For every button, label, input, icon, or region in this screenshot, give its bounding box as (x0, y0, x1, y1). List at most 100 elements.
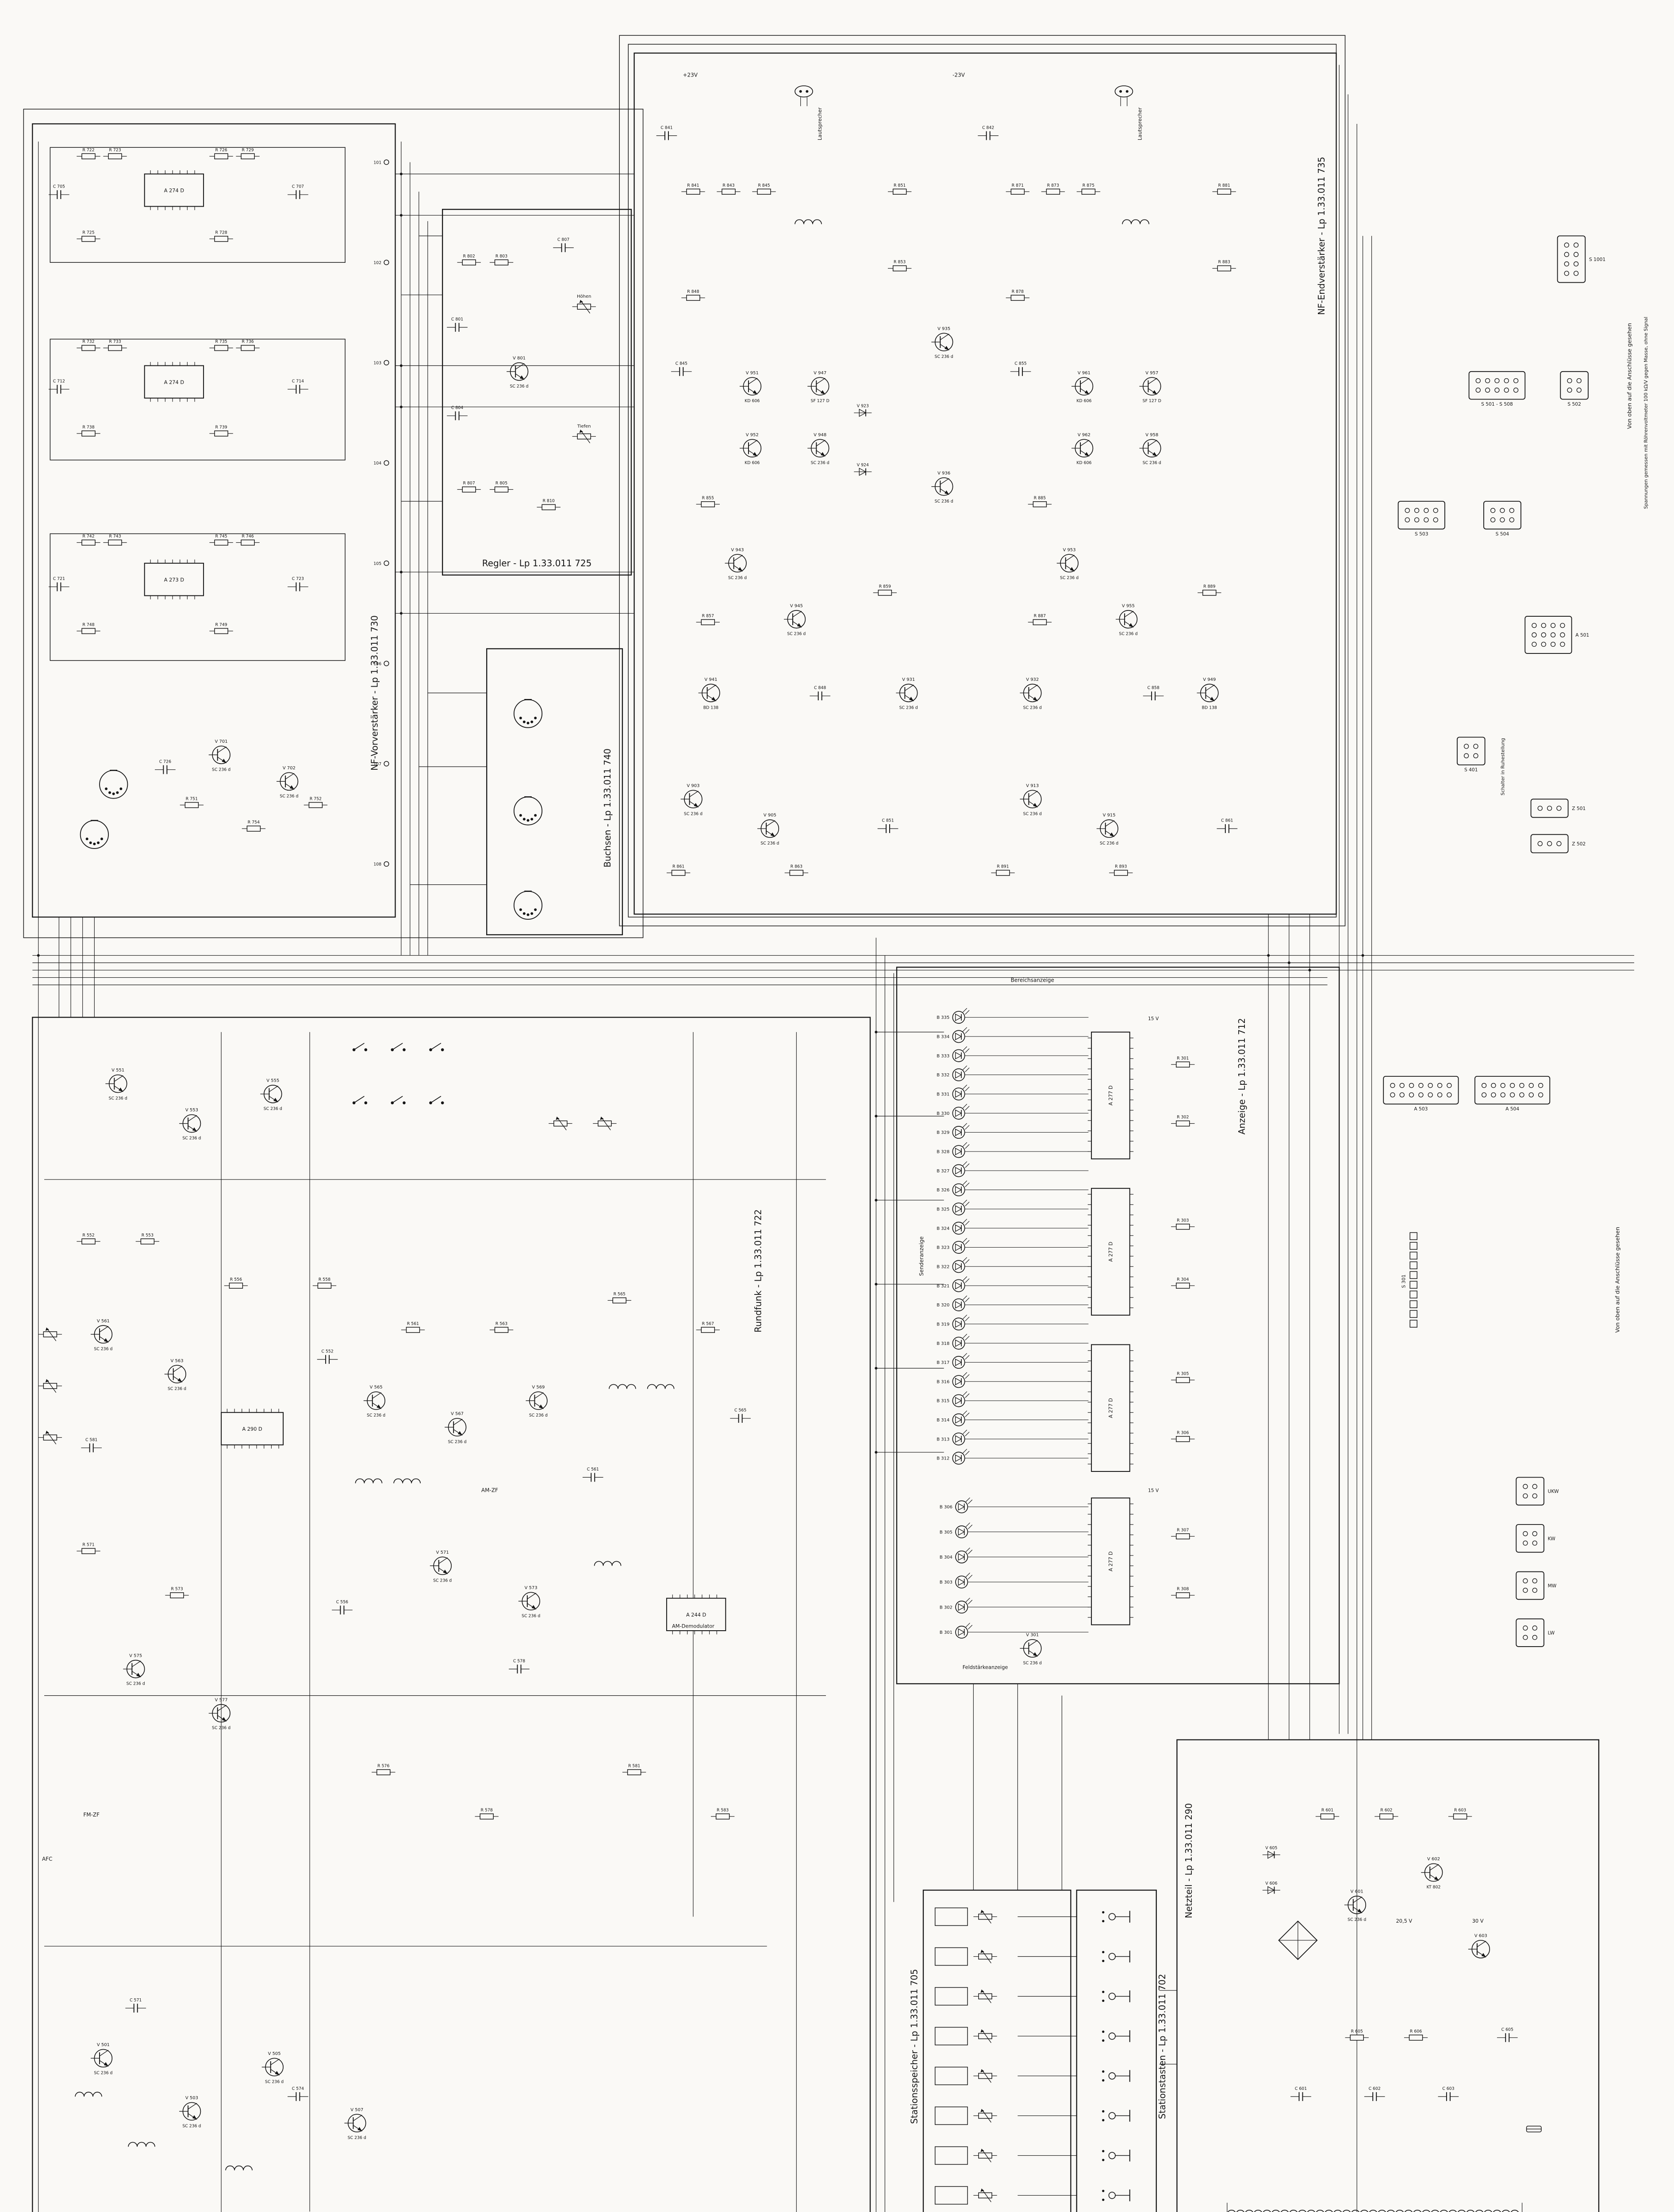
svg-text:R 605: R 605 (1351, 2029, 1363, 2034)
resistor-r-553: R 553 (135, 1233, 160, 1244)
potentiometer-sym (38, 1327, 62, 1341)
resistor-r-302: R 302 (1171, 1115, 1195, 1127)
svg-text:V 952: V 952 (746, 433, 759, 438)
svg-text:103: 103 (373, 361, 381, 366)
coil (75, 2092, 102, 2097)
ic-a-273-d: A 273 D (144, 559, 204, 599)
svg-text:R 728: R 728 (215, 230, 227, 235)
svg-text:V 553: V 553 (185, 1108, 198, 1113)
svg-text:S 503: S 503 (1415, 531, 1428, 537)
svg-text:A 274 D: A 274 D (164, 379, 184, 385)
svg-text:R 583: R 583 (717, 1808, 729, 1813)
capacitor-c-552: C 552 (317, 1349, 338, 1364)
svg-text:V 503: V 503 (185, 2096, 198, 2101)
svg-text:R 859: R 859 (879, 584, 891, 589)
transistor-v-603: V 603 (1468, 1934, 1490, 1959)
capacitor-c-723: C 723 (288, 576, 308, 591)
led-b-325: B 325 (937, 1199, 1089, 1216)
connector-s-504: S 504 (1483, 501, 1521, 537)
led-b-313: B 313 (937, 1429, 1089, 1446)
note-5: Lautsprecher (817, 107, 823, 140)
note-2: Spannungen gemessen mit Röhrenvoltmeter … (1643, 317, 1649, 509)
svg-text:V 561: V 561 (97, 1319, 110, 1324)
capacitor-c-605: C 605 (1497, 2027, 1518, 2042)
resistor-r-878: R 878 (1006, 289, 1030, 301)
terminal-105: 105 (373, 561, 389, 566)
svg-text:V 905: V 905 (764, 813, 776, 818)
ic-a-290-d: A 290 D (221, 1409, 284, 1449)
svg-text:SC 236 d: SC 236 d (935, 499, 953, 504)
svg-text:KD 606: KD 606 (745, 461, 760, 465)
transistor-v-936: V 936 SC 236 d (931, 471, 953, 504)
module-label-stationsspeicher: Stationsspeicher - Lp 1.33.011 705 (909, 1969, 920, 2124)
note-11: AM-ZF (481, 1487, 498, 1494)
display-driver-a-277-d-1: A 277 D (1087, 1031, 1134, 1160)
svg-text:20,5 V: 20,5 V (1396, 1918, 1413, 1924)
svg-text:V 936: V 936 (937, 471, 950, 476)
svg-text:R 883: R 883 (1218, 260, 1230, 265)
svg-text:S 504: S 504 (1496, 531, 1509, 537)
svg-text:SC 236 d: SC 236 d (280, 794, 298, 799)
svg-text:C 848: C 848 (814, 686, 826, 691)
svg-text:V 958: V 958 (1145, 433, 1158, 438)
svg-text:R 807: R 807 (463, 481, 475, 486)
capacitor-c-721: C 721 (49, 576, 69, 591)
svg-text:C 561: C 561 (587, 1467, 599, 1472)
svg-text:V 575: V 575 (129, 1653, 142, 1658)
resistor-r-601: R 601 (1315, 1808, 1340, 1820)
transistor-v-952: V 952 KD 606 (739, 433, 762, 465)
station-button-3 (1102, 1990, 1130, 2002)
capacitor-c-565: C 565 (730, 1408, 751, 1423)
svg-text:V 507: V 507 (350, 2108, 363, 2112)
svg-text:KD 606: KD 606 (1076, 399, 1091, 403)
memory-cell-2 (934, 1947, 1077, 1966)
module-label-anzeige: Anzeige - Lp 1.33.011 712 (1236, 1018, 1247, 1134)
connector-s-301: S 301 (1401, 1232, 1417, 1328)
resistor-r-851: R 851 (888, 183, 912, 195)
svg-text:C 858: C 858 (1147, 686, 1159, 691)
svg-text:B 326: B 326 (937, 1188, 949, 1193)
svg-text:R 752: R 752 (310, 796, 322, 801)
svg-text:B 332: B 332 (937, 1073, 949, 1078)
svg-text:V 953: V 953 (1063, 548, 1076, 553)
resistor-r-873: R 873 (1041, 183, 1065, 195)
svg-text:R 749: R 749 (215, 622, 227, 627)
switch-contact (352, 1096, 368, 1105)
module-label-netzteil: Netzteil - Lp 1.33.011 290 (1183, 1803, 1194, 1918)
svg-text:108: 108 (373, 862, 381, 867)
svg-text:B 315: B 315 (937, 1399, 949, 1404)
resistor-r-748: R 748 (77, 622, 100, 634)
svg-text:S 401: S 401 (1464, 767, 1478, 773)
potentiometer-tiefen: Tiefen (572, 424, 596, 443)
svg-text:C 861: C 861 (1221, 818, 1233, 823)
module-label-regler: Regler - Lp 1.33.011 725 (482, 558, 592, 568)
svg-text:102: 102 (373, 261, 381, 265)
svg-text:SC 236 d: SC 236 d (94, 2070, 112, 2075)
resistor-r-606: R 606 (1404, 2029, 1428, 2041)
svg-text:SC 236 d: SC 236 d (728, 576, 747, 580)
svg-text:V 931: V 931 (902, 677, 915, 682)
svg-text:A 274 D: A 274 D (164, 188, 184, 194)
svg-text:B 321: B 321 (937, 1284, 949, 1289)
svg-text:R 722: R 722 (82, 148, 94, 153)
svg-text:KW: KW (1548, 1536, 1556, 1541)
svg-text:V 563: V 563 (171, 1359, 184, 1363)
capacitor-c-842: C 842 (978, 125, 999, 140)
svg-text:B 325: B 325 (937, 1207, 949, 1212)
ic-a-244-d: A 244 D (666, 1594, 726, 1635)
resistor-r-307: R 307 (1171, 1528, 1195, 1540)
speaker-connector (795, 85, 813, 106)
svg-text:Rundfunk - Lp 1.33.011 722: Rundfunk - Lp 1.33.011 722 (753, 1210, 763, 1333)
svg-text:SC 236 d: SC 236 d (935, 354, 953, 359)
capacitor-c-602: C 602 (1364, 2086, 1385, 2101)
